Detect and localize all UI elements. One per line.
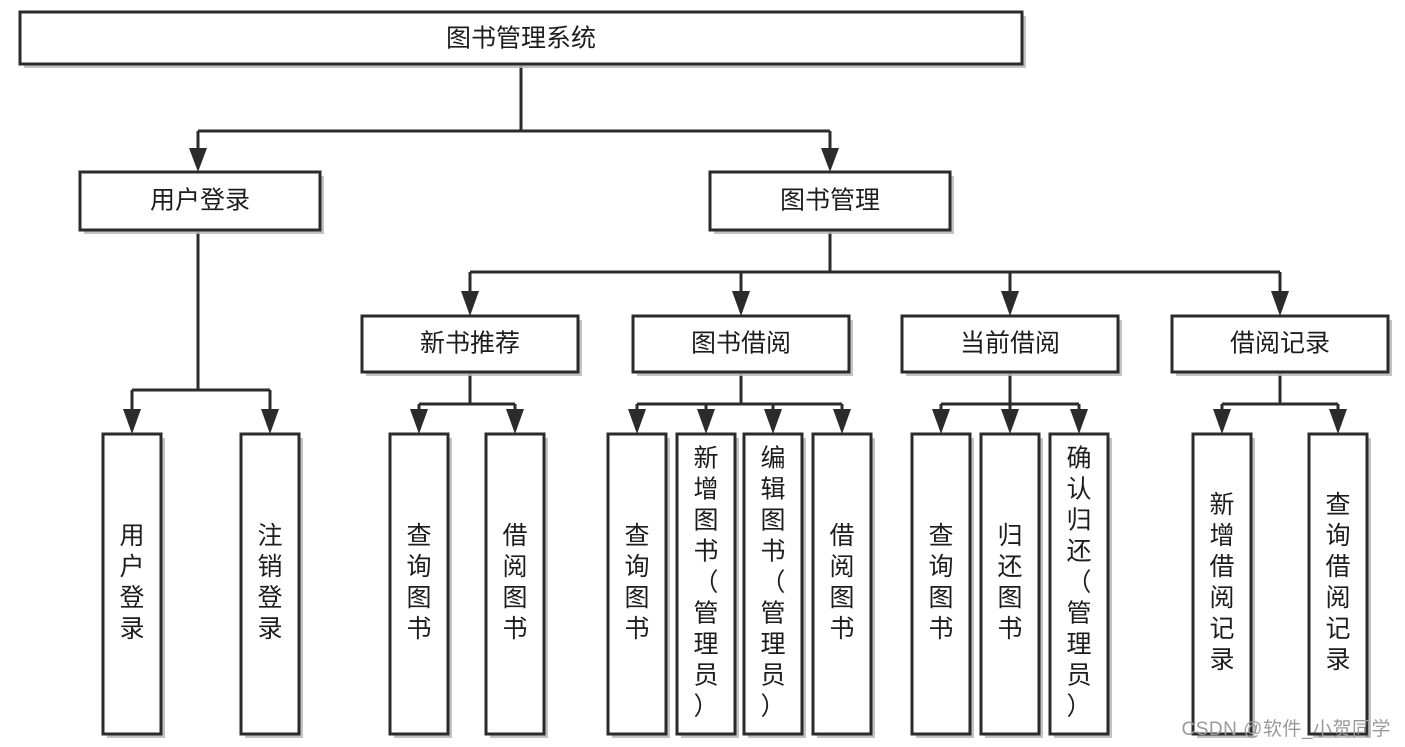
arrow-to-leaf-return-book: [1001, 409, 1019, 434]
arrow-root-to-user-login: [189, 148, 207, 172]
node-leaf-borrow-book-2-label: 借阅图书: [829, 522, 854, 643]
node-leaf-query-record-label: 查询借阅记录: [1325, 491, 1350, 674]
node-rect: [388, 432, 450, 736]
node-rect: [78, 170, 322, 232]
node-rect: [811, 432, 873, 736]
node-leaf-query-record[interactable]: 查询借阅记录: [1307, 432, 1371, 738]
node-rect: [1048, 432, 1110, 736]
arrow-to-leaf-confirm-return: [1070, 409, 1088, 434]
node-rect: [1307, 432, 1369, 736]
node-leaf-query-book-1[interactable]: 查询图书: [388, 432, 452, 738]
node-book-borrow[interactable]: 图书借阅: [631, 314, 853, 376]
node-leaf-confirm-return-label: 确认归还（管理员）: [1066, 445, 1091, 721]
connector-layer: [123, 66, 1347, 434]
node-leaf-user-login-label: 用户登录: [119, 522, 144, 643]
node-leaf-add-record-label: 新增借阅记录: [1209, 491, 1234, 674]
arrow-to-borrow-record: [1271, 291, 1289, 316]
node-rect: [910, 432, 972, 736]
node-leaf-query-book-2-label: 查询图书: [624, 522, 649, 643]
node-leaf-add-book-label: 新增图书（管理员）: [693, 445, 718, 721]
arrow-to-leaf-add-book: [697, 409, 715, 434]
node-current-borrow-label: 当前借阅: [960, 330, 1060, 358]
node-rect: [979, 432, 1041, 736]
node-rect: [360, 314, 580, 374]
node-rect: [1191, 432, 1253, 736]
node-current-borrow[interactable]: 当前借阅: [900, 314, 1122, 376]
node-rect: [708, 170, 952, 232]
node-rect: [675, 432, 737, 736]
node-leaf-query-book-3[interactable]: 查询图书: [910, 432, 974, 738]
node-leaf-logout-login-label: 注销登录: [257, 522, 282, 643]
node-leaf-add-record[interactable]: 新增借阅记录: [1191, 432, 1255, 738]
node-title-system[interactable]: 图书管理系统: [18, 10, 1026, 68]
arrow-to-leaf-query-book-1: [410, 409, 428, 434]
node-rect: [742, 432, 804, 736]
node-rect: [606, 432, 668, 736]
node-new-book-recommend[interactable]: 新书推荐: [360, 314, 582, 376]
arrow-to-leaf-query-record: [1329, 409, 1347, 434]
node-title-system-label: 图书管理系统: [446, 25, 596, 53]
node-borrow-record[interactable]: 借阅记录: [1170, 314, 1392, 376]
arrow-to-new-book-recommend: [461, 291, 479, 316]
node-leaf-user-login[interactable]: 用户登录: [101, 432, 165, 738]
arrow-to-leaf-query-book-3: [932, 409, 950, 434]
node-leaf-return-book-label: 归还图书: [997, 522, 1022, 643]
node-borrow-record-label: 借阅记录: [1230, 330, 1330, 358]
node-leaf-borrow-book-2[interactable]: 借阅图书: [811, 432, 875, 738]
arrow-root-to-book-management: [821, 148, 839, 172]
node-new-book-recommend-label: 新书推荐: [420, 330, 520, 358]
node-rect: [1170, 314, 1390, 374]
node-leaf-add-book[interactable]: 新增图书（管理员）: [675, 432, 739, 738]
node-leaf-confirm-return[interactable]: 确认归还（管理员）: [1048, 432, 1112, 738]
arrow-to-current-borrow: [1001, 291, 1019, 316]
node-user-login-label: 用户登录: [150, 187, 250, 215]
node-leaf-edit-book-label: 编辑图书（管理员）: [760, 445, 785, 721]
node-leaf-logout-login[interactable]: 注销登录: [239, 432, 303, 738]
node-rect: [484, 432, 546, 736]
node-leaf-borrow-book-1-label: 借阅图书: [502, 522, 527, 643]
node-user-login[interactable]: 用户登录: [78, 170, 324, 234]
node-rect: [900, 314, 1120, 374]
node-leaf-query-book-3-label: 查询图书: [928, 522, 953, 643]
arrow-to-leaf-logout-login: [261, 409, 279, 434]
arrow-to-leaf-borrow-book-1: [506, 409, 524, 434]
node-rect: [18, 10, 1024, 66]
node-rect: [239, 432, 301, 736]
arrow-to-leaf-edit-book: [764, 409, 782, 434]
node-leaf-edit-book[interactable]: 编辑图书（管理员）: [742, 432, 806, 738]
node-rect: [631, 314, 851, 374]
node-rect: [101, 432, 163, 736]
node-leaf-query-book-1-label: 查询图书: [406, 522, 431, 643]
arrow-to-leaf-borrow-book-2: [833, 409, 851, 434]
arrow-to-book-borrow: [732, 291, 750, 316]
node-leaf-query-book-2[interactable]: 查询图书: [606, 432, 670, 738]
node-book-management[interactable]: 图书管理: [708, 170, 954, 234]
arrow-to-leaf-user-login: [123, 409, 141, 434]
node-leaf-borrow-book-1[interactable]: 借阅图书: [484, 432, 548, 738]
arrow-to-leaf-add-record: [1213, 409, 1231, 434]
arrow-to-leaf-query-book-2: [628, 409, 646, 434]
node-book-borrow-label: 图书借阅: [691, 330, 791, 358]
node-book-management-label: 图书管理: [780, 187, 880, 215]
node-leaf-return-book[interactable]: 归还图书: [979, 432, 1043, 738]
